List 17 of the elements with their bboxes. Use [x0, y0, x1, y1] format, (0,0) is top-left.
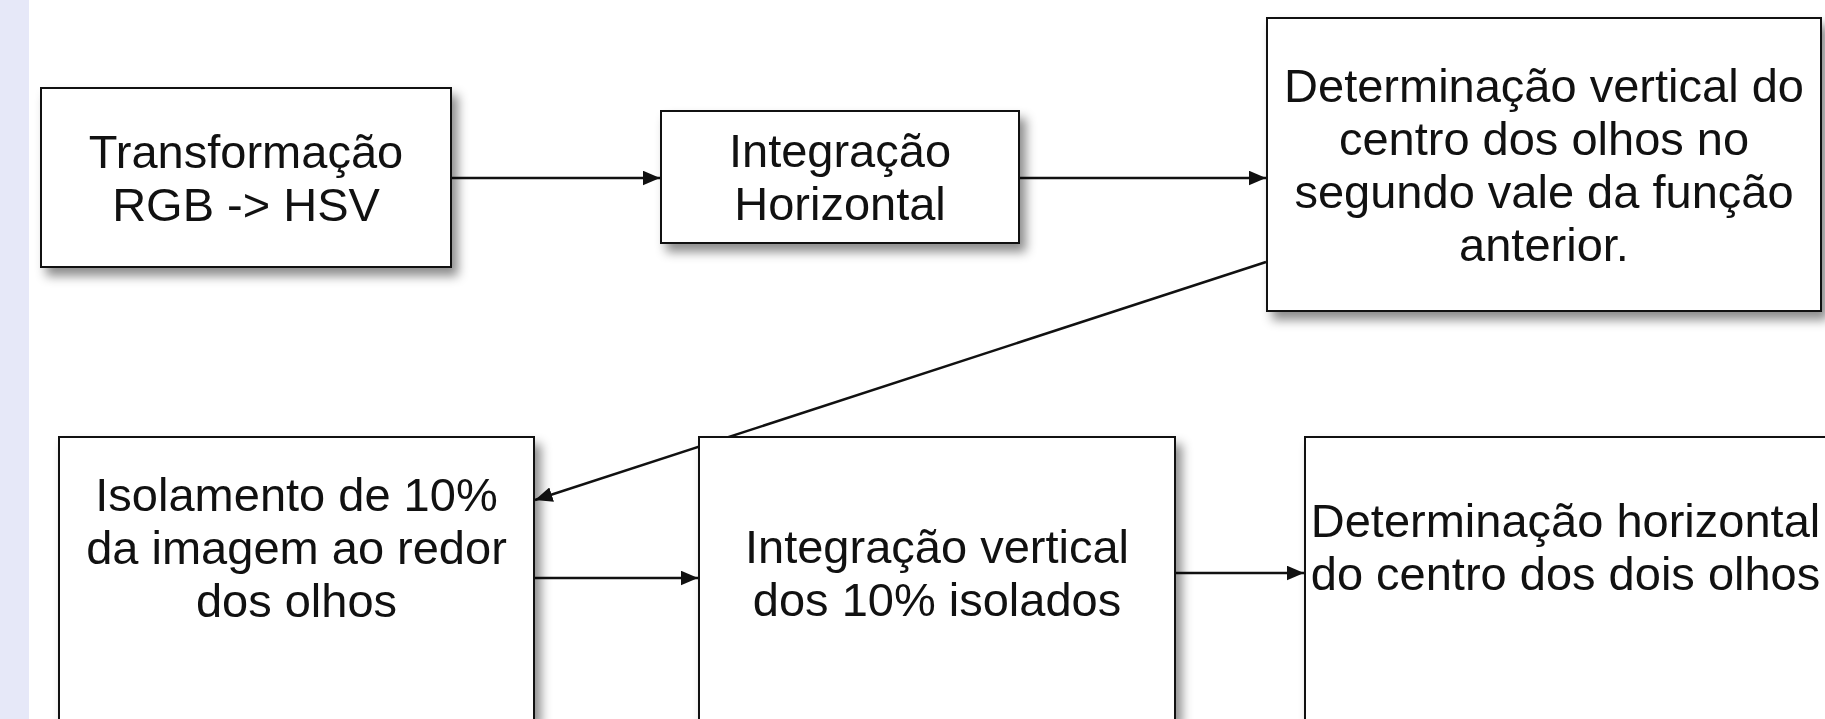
arrow: [1176, 565, 1304, 581]
box-label: Integração vertical dos 10% isolados: [743, 520, 1130, 626]
process-box: [660, 110, 1020, 244]
process-box: [58, 436, 535, 719]
arrow: [452, 170, 660, 186]
arrow: [534, 260, 1267, 503]
box-label: Integração Horizontal: [727, 124, 953, 230]
process-box: [698, 436, 1176, 719]
process-box: [1266, 17, 1822, 312]
arrow: [535, 570, 698, 586]
box-label: Determinação vertical do centro dos olhos no segundo vale da função anterior.: [1283, 58, 1805, 271]
box-label: Isolamento de 10% da imagem ao redor dos olhos: [85, 468, 508, 627]
arrow: [1020, 170, 1266, 186]
process-box: [1304, 436, 1825, 719]
box-label: Transformação RGB -> HSV: [87, 124, 405, 231]
box-label: Determinação horizontal do centro dos dois olhos: [1310, 494, 1821, 600]
process-box: [40, 87, 452, 268]
